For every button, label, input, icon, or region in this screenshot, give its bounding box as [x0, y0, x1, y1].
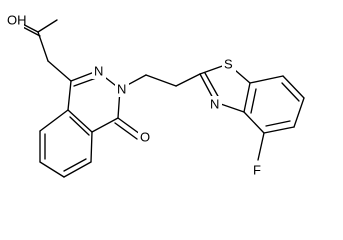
- atom-label-n2: N: [117, 82, 126, 97]
- bond-c2-n-double: [204, 72, 220, 99]
- atom-label-o-keto: O: [140, 130, 150, 145]
- bond-c5-c4-double: [265, 120, 291, 127]
- bond-c4-f: [257, 132, 265, 161]
- atom-label-n1: N: [94, 64, 103, 79]
- bond-c7-c6-double: [281, 82, 300, 102]
- bond-ch2-ring: [47, 60, 72, 82]
- bond-c4-c3a: [243, 111, 265, 134]
- bond-carbonyl-c-oh: [37, 19, 58, 33]
- bond-c3a-c7a-inner: [250, 88, 257, 114]
- atom-label-o-hydroxyl: OH: [7, 13, 27, 28]
- bond-c5-c6-double: [63, 158, 87, 172]
- bond-c6-c5: [293, 97, 305, 128]
- bond-c8a-c4a-inner: [69, 116, 90, 136]
- bond-c8a-c1: [67, 80, 72, 111]
- bond-c7-c6: [282, 75, 305, 99]
- bond-c5-c4: [263, 126, 295, 134]
- bond-c4-o-double: [114, 122, 138, 140]
- bond-c7a-c7: [249, 75, 284, 84]
- bond-ch2-c2-right: [175, 73, 201, 87]
- bond-c4-c4a: [91, 117, 119, 133]
- bond-c4a-c8a: [67, 109, 93, 133]
- bond-c3a-c7a: [243, 82, 251, 113]
- bond-c4-o: [117, 117, 141, 135]
- atom-label-s: S: [224, 57, 233, 72]
- bond-c4a-c5: [90, 131, 93, 163]
- bond-carboxyl-c-ch2: [37, 31, 49, 62]
- bond-ch2-c2: [145, 74, 177, 87]
- atom-label-f: F: [253, 163, 261, 178]
- bond-c6-c7: [39, 161, 65, 178]
- bond-c8-c8a: [39, 109, 69, 132]
- atom-label-n-thiazole: N: [210, 97, 219, 112]
- molecule-structure: OH N N O S N F: [7, 12, 305, 178]
- bond-c5-c6: [63, 161, 92, 178]
